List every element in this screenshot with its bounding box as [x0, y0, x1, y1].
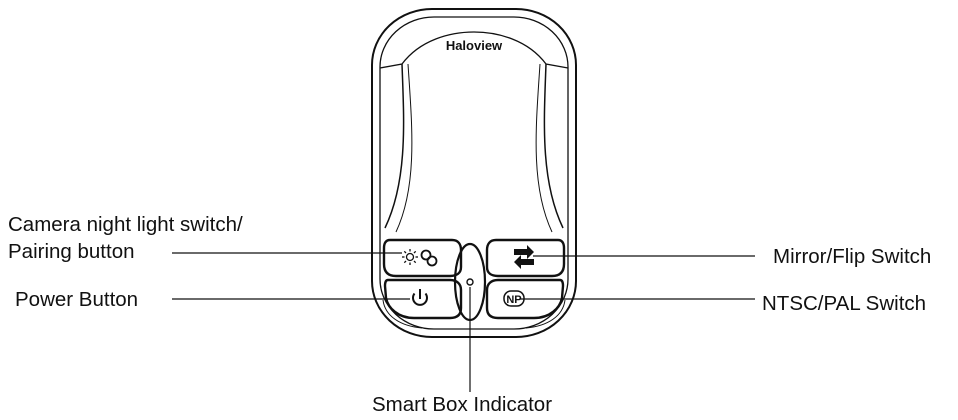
- leader-lines: [172, 252, 755, 392]
- mirror-flip-button[interactable]: [485, 238, 566, 278]
- svg-text:NP: NP: [506, 294, 521, 306]
- label-night-light-line1: Camera night light switch/: [8, 213, 243, 236]
- swap-arrows-icon: [514, 245, 534, 269]
- panel-corner-right: [525, 299, 566, 329]
- right-side-curve-inner: [535, 63, 553, 233]
- label-ntsc-pal: NTSC/PAL Switch: [762, 292, 927, 315]
- left-side-curve: [384, 63, 405, 229]
- ntsc-pal-button[interactable]: [485, 278, 565, 320]
- remote-device: [371, 8, 577, 338]
- night-light-pairing-button[interactable]: [382, 238, 463, 278]
- left-side-curve-inner: [395, 63, 413, 233]
- panel-corner-left: [382, 299, 423, 329]
- right-side-curve: [543, 63, 564, 229]
- power-icon: [412, 289, 428, 306]
- inner-shell: [379, 16, 569, 330]
- power-button[interactable]: [383, 278, 463, 320]
- sun-icon: [402, 249, 418, 265]
- label-smart-box: Smart Box Indicator: [372, 393, 553, 416]
- top-panel-line: [379, 31, 569, 69]
- label-night-light-line2: Pairing button: [8, 240, 135, 263]
- label-power: Power Button: [15, 288, 139, 311]
- outer-shell: [371, 8, 577, 338]
- label-mirror-flip: Mirror/Flip Switch: [773, 245, 932, 268]
- brand-logo: Haloview: [446, 38, 503, 53]
- link-icon: [420, 249, 438, 267]
